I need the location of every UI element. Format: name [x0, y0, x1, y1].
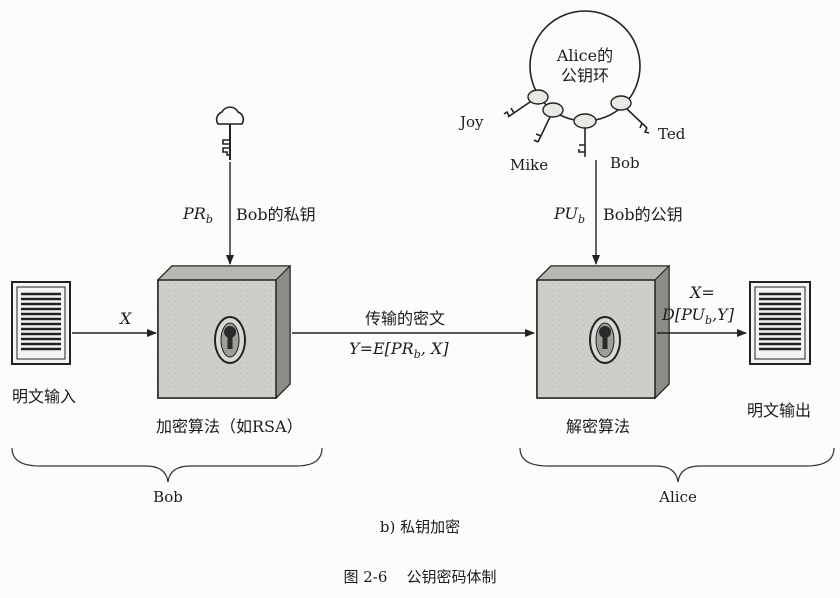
svg-text:Bob的公钥: Bob的公钥 [603, 205, 683, 224]
plaintext-input-document-icon [11, 281, 71, 365]
decrypt-algorithm-label: 解密算法 [566, 417, 630, 436]
svg-text:PRb: PRb [182, 204, 213, 226]
output-x-label: X= [688, 283, 715, 302]
output-equation: D[PUb,Y] [661, 305, 735, 327]
alice-brace [519, 447, 835, 483]
keyring-icon [503, 10, 650, 157]
bob-brace-label: Bob [153, 488, 183, 506]
figure-caption: 图 2-6 公钥密码体制 [344, 568, 497, 586]
plaintext-output-label: 明文输出 [747, 401, 811, 420]
ciphertext-equation: Y=E[PRb, X] [349, 339, 449, 361]
alice-brace-label: Alice [658, 488, 697, 506]
keyring-key-mike: Mike [510, 156, 548, 174]
keyring-key-bob: Bob [610, 154, 640, 172]
private-key-label: PRb Bob的私钥 [182, 204, 316, 226]
keyring-title-line1: Alice的 [556, 46, 613, 65]
encrypt-algorithm-label: 加密算法（如RSA） [156, 417, 303, 436]
svg-text:D[PUb,Y]: D[PUb,Y] [661, 305, 735, 327]
svg-text:Y=E[PRb, X]: Y=E[PRb, X] [349, 339, 449, 361]
keyring-key-ted: Ted [658, 125, 686, 143]
plaintext-output-document-icon [749, 281, 811, 365]
plaintext-input-label: 明文输入 [12, 387, 76, 406]
decryption-lock-icon [589, 316, 621, 364]
svg-text:PUb: PUb [553, 204, 585, 226]
public-key-label: PUb Bob的公钥 [553, 204, 683, 226]
bob-brace [11, 447, 323, 483]
transmitted-ciphertext-label: 传输的密文 [365, 309, 445, 328]
subfigure-caption: b) 私钥加密 [380, 518, 460, 536]
keyring-key-joy: Joy [458, 113, 484, 131]
encryption-safe-icon [156, 264, 292, 400]
input-x-label: X [118, 309, 132, 328]
encryption-lock-icon [214, 316, 246, 364]
decryption-safe-icon [535, 264, 671, 400]
svg-text:Bob的私钥: Bob的私钥 [236, 205, 316, 224]
private-key-icon [215, 106, 245, 160]
keyring-title-line2: 公钥环 [561, 66, 609, 85]
